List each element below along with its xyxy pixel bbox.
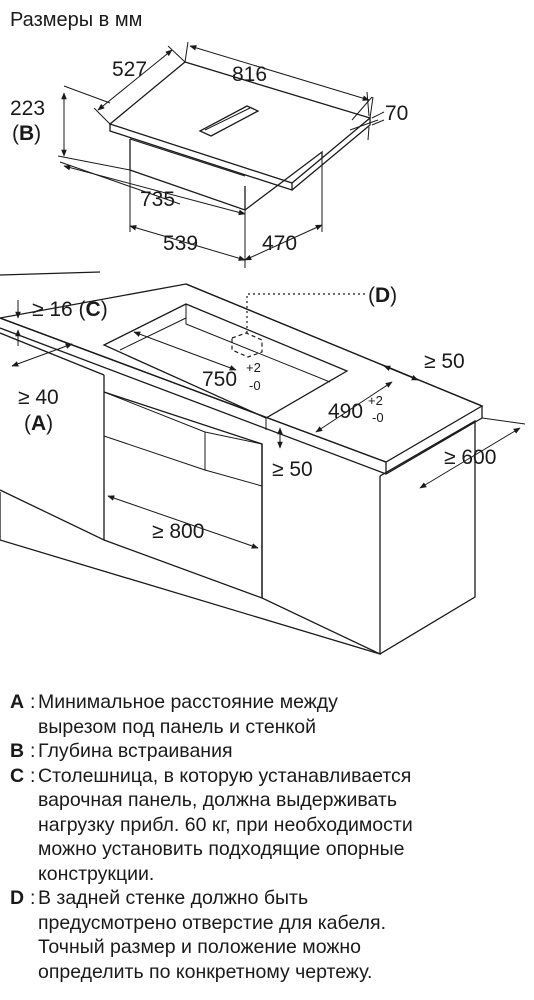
- svg-text:-0: -0: [249, 378, 261, 393]
- dim-worktop-thickness: ≥ 16 (C): [32, 298, 108, 321]
- cabinet-side-panel: [261, 444, 381, 656]
- dim-back-distance: ≥ 50: [424, 350, 465, 373]
- legend: A: Минимальное расстояние между вырезом …: [10, 690, 530, 984]
- cable-opening-icon: [231, 332, 263, 358]
- dim-body-depth-front: 539: [163, 232, 198, 255]
- legend-item-b: B: Глубина встраивания: [10, 740, 233, 762]
- label-b: (B): [12, 122, 41, 145]
- svg-text:+2: +2: [368, 393, 383, 408]
- dim-body-depth-side: 470: [262, 232, 297, 255]
- installation-diagram: Размеры в мм 816 527 70 223 (B): [0, 9, 526, 656]
- dim-cabinet-depth: ≥ 600: [444, 446, 496, 469]
- label-a: (A): [24, 412, 53, 435]
- dim-top-height: 70: [385, 102, 408, 125]
- dim-cutout-width: 750: [202, 368, 237, 391]
- dim-installation-depth: 223: [10, 97, 45, 120]
- label-d: (D): [368, 284, 397, 307]
- hob-figure: 816 527 70 223 (B) 735 539 470: [10, 41, 408, 268]
- legend-item-d: D: В задней стенке должно быть предусмот…: [10, 887, 387, 983]
- worktop-cutout: [102, 303, 349, 419]
- page-title: Размеры в мм: [10, 9, 142, 31]
- extraction-slot-icon: [198, 105, 260, 137]
- svg-text:+2: +2: [246, 360, 261, 375]
- legend-item-a: A: Минимальное расстояние между вырезом …: [10, 691, 338, 738]
- svg-text:-0: -0: [372, 410, 384, 425]
- cabinet-figure: (D) ≥ 16 (C) ≥ 40 (A) 750 +2 -0 490 +2 -…: [0, 271, 526, 656]
- legend-item-c: C: Столешница, в которую устанавливается…: [10, 764, 413, 885]
- dim-hob-depth: 527: [112, 58, 147, 81]
- dim-cabinet-width: ≥ 800: [152, 520, 204, 543]
- dim-wall-distance: ≥ 40: [18, 386, 59, 409]
- dim-hob-width: 816: [232, 63, 267, 86]
- dim-front-distance: ≥ 50: [272, 458, 313, 481]
- dim-body-width: 735: [140, 188, 175, 211]
- dim-cutout-depth: 490: [328, 400, 363, 423]
